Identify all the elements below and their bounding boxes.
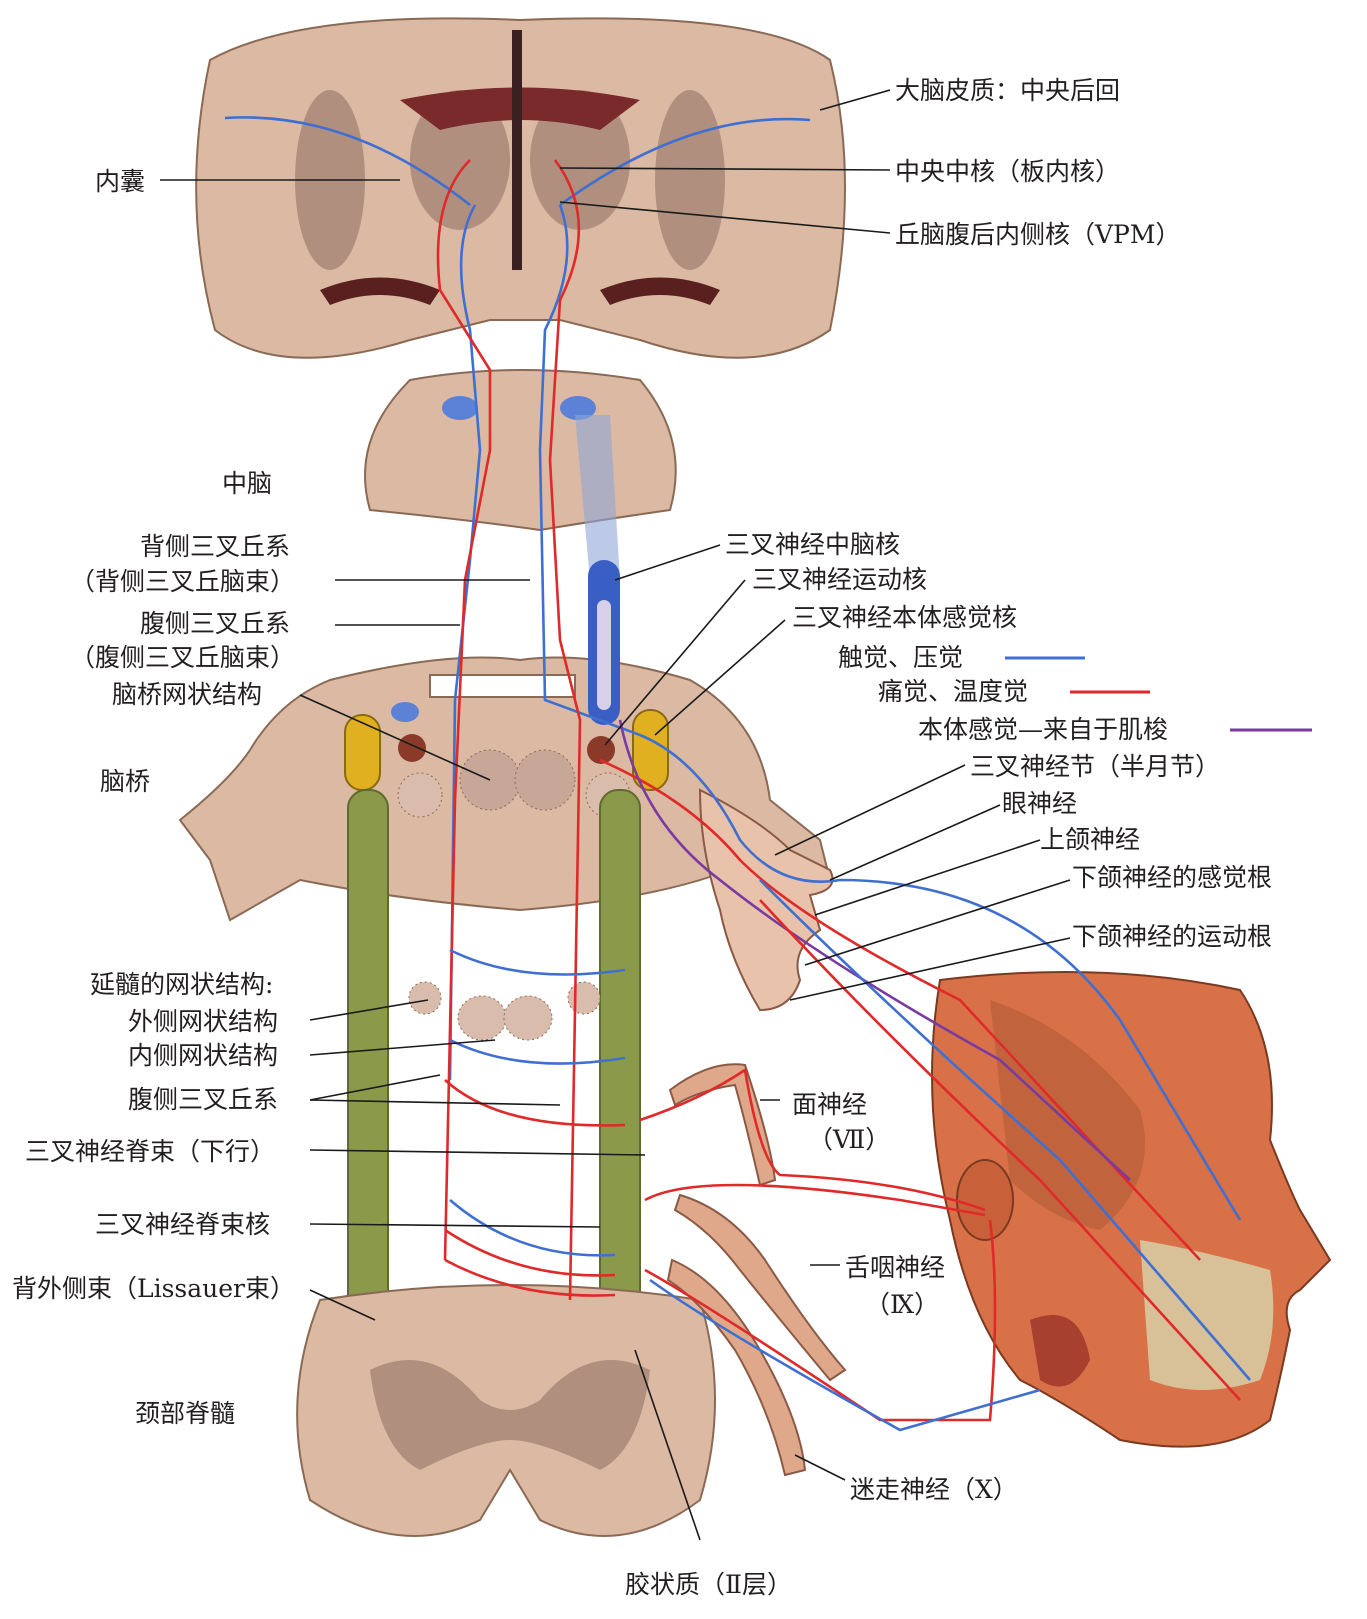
- label-cervical-cord: 颈部脊髓: [135, 1399, 235, 1428]
- label-centromedian: 中央中核（板内核）: [895, 157, 1120, 186]
- label-mandibular-sensory: 下颌神经的感觉根: [1072, 863, 1272, 892]
- label-pontine-reticular: 脑桥网状结构: [112, 680, 262, 709]
- head-illustration: [932, 972, 1330, 1447]
- label-pain-temperature: 痛觉、温度觉: [878, 677, 1028, 706]
- label-mesencephalic-nucleus: 三叉神经中脑核: [725, 530, 900, 559]
- label-facial-nerve: 面神经: [792, 1090, 867, 1119]
- label-vagus: 迷走神经（Ⅹ）: [850, 1475, 1018, 1504]
- label-medial-reticular: 内侧网状结构: [128, 1041, 278, 1070]
- cervical-spinal-cord: [297, 1285, 715, 1536]
- label-facial-nerve-num: （Ⅶ）: [808, 1125, 890, 1154]
- label-dorsal-trigeminal-1: 背侧三叉丘系: [140, 532, 290, 561]
- label-maxillary-nerve: 上颌神经: [1040, 825, 1140, 854]
- midbrain-section: [365, 370, 676, 580]
- label-medullary-reticular: 延髓的网状结构:: [90, 970, 273, 999]
- label-pons: 脑桥: [100, 767, 150, 796]
- label-proprioception: 本体感觉—来自于肌梭: [918, 715, 1168, 744]
- label-ophthalmic-nerve: 眼神经: [1002, 789, 1077, 818]
- label-midbrain: 中脑: [222, 469, 272, 498]
- label-cortex: 大脑皮质：中央后回: [895, 76, 1120, 105]
- label-glossopharyngeal-num: （Ⅸ）: [865, 1290, 939, 1319]
- label-touch-pressure: 触觉、压觉: [838, 643, 963, 672]
- label-spinal-tract: 三叉神经脊束（下行）: [25, 1137, 275, 1166]
- label-trigeminal-ganglion: 三叉神经节（半月节）: [970, 752, 1220, 781]
- label-glossopharyngeal: 舌咽神经: [845, 1253, 945, 1282]
- label-ventral-trigeminal-1: 腹侧三叉丘系: [140, 609, 290, 638]
- label-spinal-nucleus: 三叉神经脊束核: [95, 1210, 270, 1239]
- label-internal-capsule: 内囊: [95, 167, 145, 196]
- label-lissauer: 背外侧束（Lissauer束）: [12, 1274, 295, 1303]
- label-substantia-gelatinosa: 胶状质（Ⅱ层）: [625, 1570, 792, 1599]
- spinal-trigeminal-tract-left: [348, 790, 388, 1360]
- label-ventral-trigeminal-2: （腹侧三叉丘脑束）: [70, 643, 295, 672]
- label-mandibular-motor: 下颌神经的运动根: [1072, 922, 1272, 951]
- label-vpm: 丘脑腹后内侧核（VPM）: [895, 220, 1180, 249]
- label-principal-sensory: 三叉神经本体感觉核: [792, 603, 1017, 632]
- label-dorsal-trigeminal-2: （背侧三叉丘脑束）: [70, 567, 295, 596]
- label-ventral-trigeminal-lemniscus: 腹侧三叉丘系: [128, 1085, 278, 1114]
- label-lateral-reticular: 外侧网状结构: [128, 1007, 278, 1036]
- brain-coronal-section: [196, 18, 845, 357]
- label-motor-nucleus: 三叉神经运动核: [752, 565, 927, 594]
